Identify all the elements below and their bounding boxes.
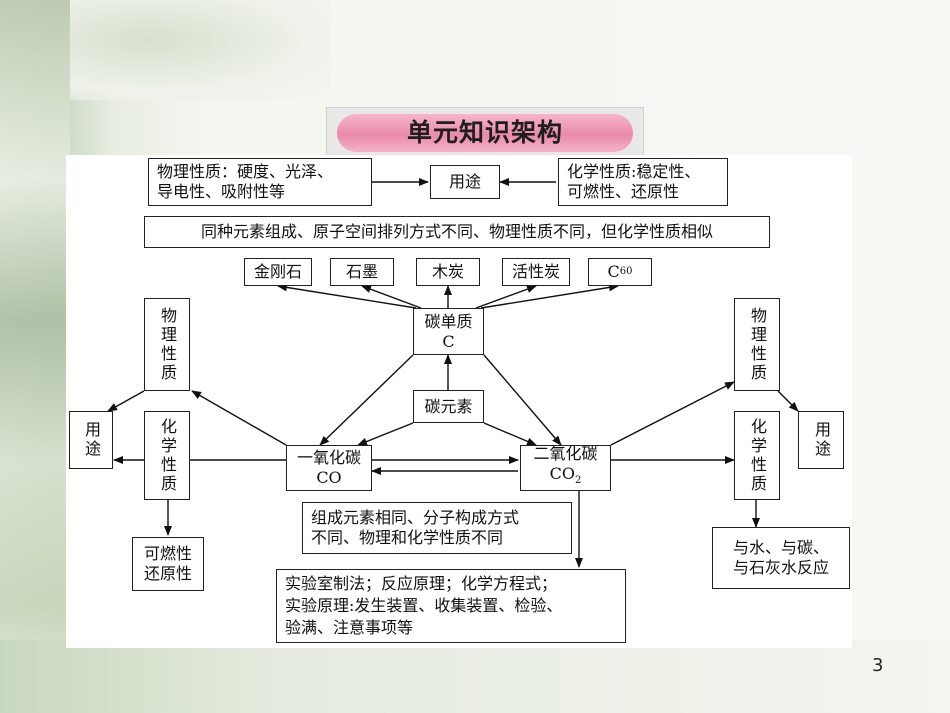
background-decoration-bottom xyxy=(0,640,950,713)
graphite-box: 石墨 xyxy=(330,258,394,286)
allotrope-note-box: 同种元素组成、原子空间排列方式不同、物理性质不同，但化学性质相似 xyxy=(144,216,770,248)
reactions-box: 与水、与碳、 与石灰水反应 xyxy=(712,527,850,589)
arrow-substance-to-co2 xyxy=(483,354,562,446)
arrow-element-to-co xyxy=(357,422,414,446)
charcoal-box: 木炭 xyxy=(416,258,480,286)
diamond-box: 金刚石 xyxy=(244,258,312,286)
arrow-substance-to-co xyxy=(319,354,414,446)
arrow-co2-to-right-physical xyxy=(610,381,735,446)
background-decoration-left xyxy=(0,0,70,713)
knowledge-diagram: 物理性质：硬度、光泽、 导电性、吸附性等 用途 化学性质:稳定性、 可燃性、还原… xyxy=(66,155,852,648)
chemical-props-box-top: 化学性质:稳定性、 可燃性、还原性 xyxy=(558,158,728,206)
physical-props-box-top: 物理性质：硬度、光泽、 导电性、吸附性等 xyxy=(148,158,372,206)
lab-prep-box: 实验室制法；反应原理；化学方程式； 实验原理:发生装置、收集装置、检验、 验满、… xyxy=(276,569,626,643)
carbon-element-box: 碳元素 xyxy=(413,390,484,423)
title-banner: 单元知识架构 xyxy=(326,107,644,159)
arrow-to-graphite xyxy=(361,285,422,309)
uses-box-top: 用途 xyxy=(430,165,500,199)
page-title: 单元知识架构 xyxy=(406,118,563,147)
arrow-left-physical-to-uses xyxy=(107,390,145,412)
page-number: 3 xyxy=(872,655,884,676)
right-chemical-props-box: 化学性质 xyxy=(734,411,780,500)
arrow-to-c60 xyxy=(480,283,619,309)
diagram-connectors xyxy=(107,178,799,568)
activated-carbon-box: 活性炭 xyxy=(502,258,570,286)
right-physical-props-box: 物理性质 xyxy=(734,298,780,391)
left-uses-box: 用途 xyxy=(69,411,113,469)
carbon-substance-box: 碳单质 C xyxy=(413,308,484,355)
left-chemical-props-box: 化学性质 xyxy=(144,411,190,500)
right-uses-box: 用途 xyxy=(798,411,844,469)
co-box: 一氧化碳 CO xyxy=(286,445,372,491)
co2-box: 二氧化碳 CO2 xyxy=(520,444,611,491)
arrow-element-to-co2 xyxy=(483,422,537,446)
title-pill xyxy=(337,114,633,152)
arrow-right-physical-to-uses xyxy=(777,390,799,412)
background-decoration-top xyxy=(70,0,330,100)
left-physical-props-box: 物理性质 xyxy=(144,298,190,391)
arrow-co-to-left-physical xyxy=(191,390,287,446)
arrow-to-diamond xyxy=(277,283,417,309)
arrow-to-activated-carbon xyxy=(475,285,537,309)
co-co2-compare-box: 组成元素相同、分子构成方式 不同、物理和化学性质不同 xyxy=(302,502,572,554)
flammable-reducing-box: 可燃性 还原性 xyxy=(132,537,204,591)
